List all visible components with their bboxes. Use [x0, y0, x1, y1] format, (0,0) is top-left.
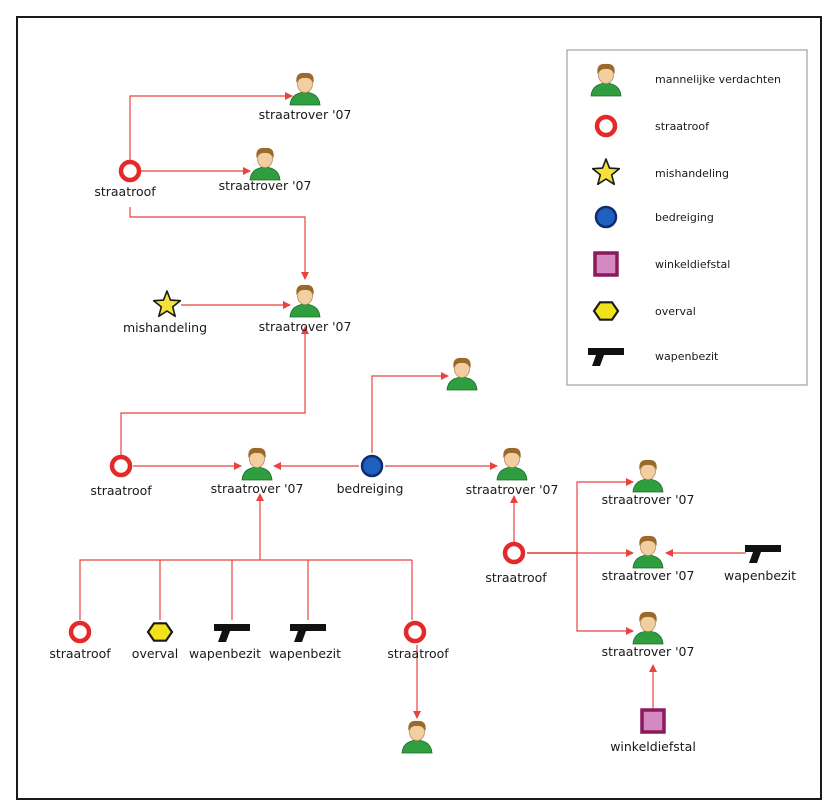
legend-item-mishandeling: mishandeling	[591, 158, 729, 186]
node-label: wapenbezit	[189, 646, 261, 661]
edge-r1-s3	[129, 207, 309, 280]
blue-dot-icon	[360, 454, 384, 478]
male-suspect-icon	[632, 459, 664, 493]
legend: mannelijke verdachten straatroof mishandel…	[566, 49, 808, 386]
male-suspect-icon	[590, 63, 622, 97]
male-suspect-icon	[289, 72, 321, 106]
node-m1: mishandeling	[123, 290, 207, 335]
hexagon-icon	[592, 301, 620, 321]
straatroof-ring-icon	[403, 620, 427, 644]
node-r4: straatroof	[49, 620, 111, 661]
star-icon	[152, 290, 182, 318]
legend-label: mishandeling	[655, 167, 729, 180]
edge-r1-s1	[129, 92, 293, 161]
node-r5: straatroof	[387, 620, 449, 661]
node-r3: straatroof	[485, 541, 547, 585]
nodes-layer: straatrover '07 straatrover '07 straatrove…	[49, 72, 796, 754]
male-suspect-icon	[241, 447, 273, 481]
straatroof-ring-icon	[68, 620, 92, 644]
node-s7: straatrover '07	[602, 459, 695, 507]
node-s2: straatrover '07	[219, 147, 312, 193]
legend-label: wapenbezit	[655, 350, 719, 363]
pistol-icon	[588, 348, 624, 366]
legend-item-suspect: mannelijke verdachten	[590, 63, 781, 97]
pistol-icon	[214, 624, 250, 642]
legend-label: bedreiging	[655, 211, 714, 224]
node-label: winkeldiefstal	[610, 739, 696, 754]
star-icon	[591, 158, 621, 186]
node-r1: straatroof	[94, 159, 156, 199]
node-s6: straatrover '07	[466, 447, 559, 497]
node-label: straatrover '07	[466, 482, 559, 497]
straatroof-ring-icon	[594, 114, 618, 138]
legend-label: overval	[655, 305, 696, 318]
node-label: straatroof	[387, 646, 449, 661]
legend-label: mannelijke verdachten	[655, 73, 781, 86]
straatroof-ring-icon	[502, 541, 526, 565]
male-suspect-icon	[632, 611, 664, 645]
node-s1: straatrover '07	[259, 72, 352, 122]
node-o1: overval	[132, 622, 178, 661]
male-suspect-icon	[289, 284, 321, 318]
node-s10	[401, 720, 433, 754]
node-w3: wapenbezit	[269, 624, 341, 661]
node-s9: straatrover '07	[602, 611, 695, 659]
node-s3: straatrover '07	[259, 284, 352, 334]
legend-item-straatroof: straatroof	[594, 114, 710, 138]
node-label: straatroof	[49, 646, 111, 661]
pistol-icon	[290, 624, 326, 642]
legend-label: straatroof	[655, 120, 710, 133]
node-label: overval	[132, 646, 178, 661]
node-label: straatroof	[485, 570, 547, 585]
edge-r2-s3	[120, 326, 309, 455]
edges-layer	[79, 92, 746, 719]
edge-r4-s5	[79, 559, 412, 620]
square-icon	[593, 251, 619, 277]
node-label: straatrover '07	[259, 107, 352, 122]
male-suspect-icon	[446, 357, 478, 391]
node-r2: straatroof	[90, 454, 152, 498]
blue-dot-icon	[594, 205, 618, 229]
edge-r3-s9	[527, 552, 634, 635]
node-label: straatrover '07	[259, 319, 352, 334]
node-label: straatrover '07	[602, 492, 695, 507]
node-label: straatrover '07	[211, 481, 304, 496]
straatroof-ring-icon	[109, 454, 133, 478]
male-suspect-icon	[632, 535, 664, 569]
node-label: straatroof	[90, 483, 152, 498]
legend-label: winkeldiefstal	[655, 258, 730, 271]
node-b1: bedreiging	[337, 454, 404, 496]
node-s5: straatrover '07	[211, 447, 304, 496]
straatroof-ring-icon	[118, 159, 142, 183]
square-icon	[640, 708, 666, 734]
edge-b1-s4	[371, 372, 449, 453]
node-label: straatrover '07	[602, 568, 695, 583]
node-k1: winkeldiefstal	[610, 708, 696, 754]
male-suspect-icon	[401, 720, 433, 754]
pistol-icon	[745, 545, 781, 563]
hexagon-icon	[146, 622, 174, 642]
node-label: straatrover '07	[219, 178, 312, 193]
node-w1: wapenbezit	[724, 545, 796, 583]
node-s4	[446, 357, 478, 391]
node-label: wapenbezit	[269, 646, 341, 661]
node-w2: wapenbezit	[189, 624, 261, 661]
male-suspect-icon	[496, 447, 528, 481]
legend-item-winkeldiefstal: winkeldiefstal	[593, 251, 730, 277]
male-suspect-icon	[249, 147, 281, 181]
node-label: straatroof	[94, 184, 156, 199]
node-label: bedreiging	[337, 481, 404, 496]
node-s8: straatrover '07	[602, 535, 695, 583]
legend-item-wapenbezit: wapenbezit	[588, 348, 719, 366]
legend-item-bedreiging: bedreiging	[594, 205, 714, 229]
node-label: straatrover '07	[602, 644, 695, 659]
node-label: wapenbezit	[724, 568, 796, 583]
legend-item-overval: overval	[592, 301, 696, 321]
node-label: mishandeling	[123, 320, 207, 335]
